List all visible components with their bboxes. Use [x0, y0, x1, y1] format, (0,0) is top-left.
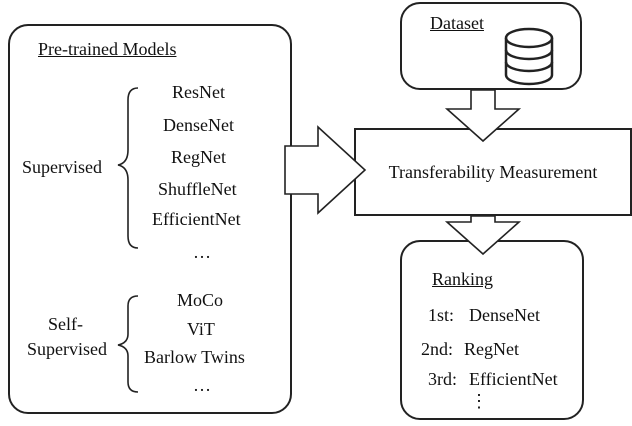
self-supervised-label-line2: Supervised — [27, 339, 107, 359]
transferability-measurement-label: Transferability Measurement — [388, 162, 598, 182]
model-regnet: RegNet — [171, 147, 226, 167]
supervised-label: Supervised — [22, 157, 102, 177]
ranking-title: Ranking — [432, 269, 493, 289]
model-efficientnet: EfficientNet — [152, 209, 241, 229]
self-supervised-label-line1: Self- — [48, 314, 83, 334]
ranking-panel — [400, 240, 584, 420]
model-resnet: ResNet — [172, 82, 225, 102]
pretrained-models-title: Pre-trained Models — [38, 39, 177, 59]
dataset-title: Dataset — [430, 13, 484, 33]
models-to-measurement-arrow — [284, 125, 367, 215]
database-icon — [504, 27, 554, 86]
dataset-to-measurement-arrow — [444, 89, 522, 143]
self-supervised-ellipsis: … — [193, 375, 211, 395]
supervised-ellipsis: … — [193, 242, 211, 262]
measurement-to-ranking-arrow — [444, 215, 522, 256]
model-densenet: DenseNet — [163, 115, 234, 135]
rank-2-model: RegNet — [464, 339, 519, 359]
model-shufflenet: ShuffleNet — [158, 179, 237, 199]
supervised-brace — [117, 87, 139, 249]
rank-1-label: 1st: — [428, 305, 455, 325]
self-supervised-brace — [117, 295, 139, 393]
model-vit: ViT — [187, 319, 215, 339]
pretrained-models-panel — [8, 24, 292, 414]
model-moco: MoCo — [177, 290, 224, 310]
rank-3-model: EfficientNet — [469, 369, 558, 389]
model-barlow-twins: Barlow Twins — [144, 347, 245, 367]
rank-2-label: 2nd: — [421, 339, 454, 359]
rank-1-model: DenseNet — [469, 305, 540, 325]
ranking-ellipsis: ⋮ — [470, 391, 488, 411]
rank-3-label: 3rd: — [428, 369, 457, 389]
